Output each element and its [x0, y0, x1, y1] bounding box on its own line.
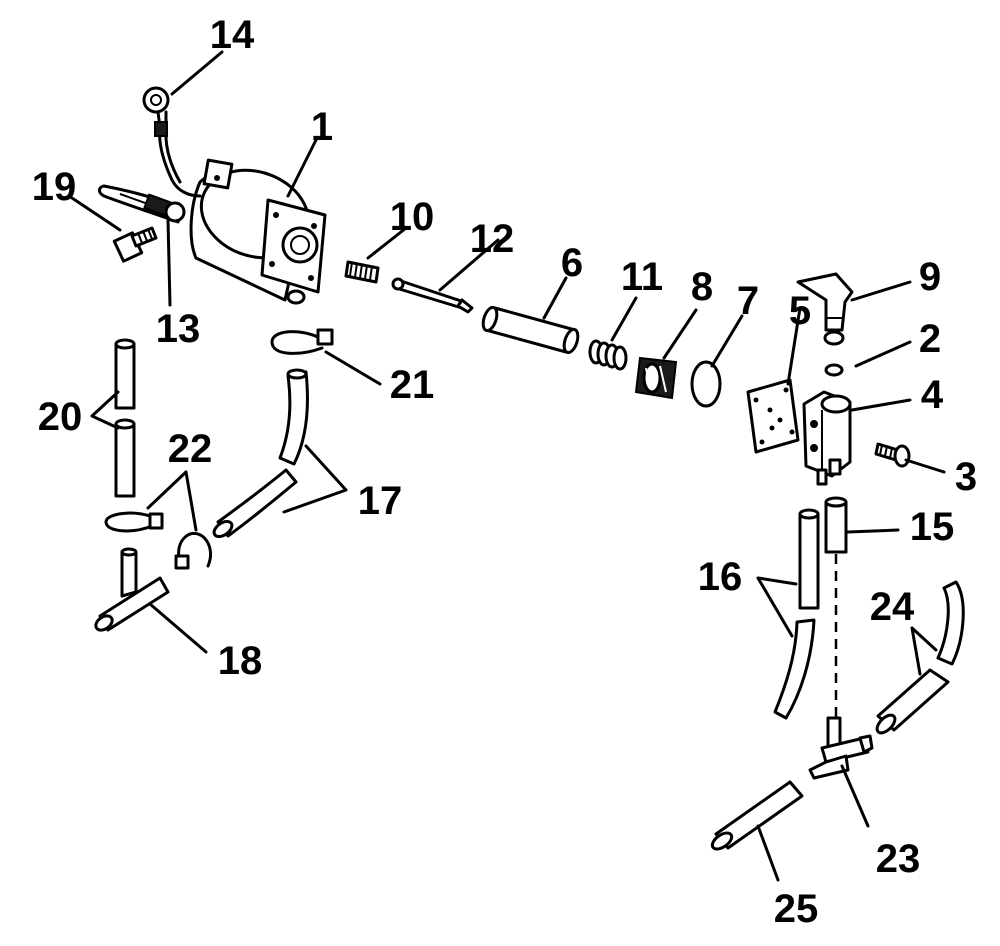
callout-23: 23 — [876, 837, 921, 881]
spring-11 — [588, 339, 628, 371]
valve-body-8 — [634, 356, 678, 400]
screw-3 — [874, 442, 911, 468]
callout-2: 2 — [919, 317, 941, 361]
callout-6: 6 — [561, 241, 583, 285]
callout-12: 12 — [470, 217, 515, 261]
clamp-21 — [270, 328, 334, 355]
callout-3: 3 — [955, 455, 977, 499]
callout-22: 22 — [168, 427, 213, 471]
hoses-20 — [114, 338, 136, 498]
callout-16: 16 — [698, 555, 743, 599]
hoses-17 — [212, 368, 309, 539]
o-ring-2 — [824, 363, 844, 377]
hoses-16 — [773, 508, 820, 720]
plunger-rod — [391, 277, 474, 314]
callout-14: 14 — [210, 13, 255, 57]
callout-20: 20 — [38, 395, 83, 439]
callout-24: 24 — [870, 585, 915, 629]
cap-9 — [796, 272, 854, 346]
ground-wire — [142, 86, 202, 198]
gasket-5 — [746, 378, 800, 454]
callout-labels: 1 2 3 4 5 6 7 8 9 10 11 12 13 14 15 16 1… — [32, 13, 977, 931]
callout-9: 9 — [919, 255, 941, 299]
disc-7 — [690, 360, 722, 408]
sleeve-6 — [481, 305, 580, 355]
callout-10: 10 — [390, 195, 435, 239]
callout-7: 7 — [737, 279, 759, 323]
callout-5: 5 — [789, 289, 811, 333]
pump-housing-4 — [802, 390, 852, 486]
tee-fitting-18 — [94, 547, 170, 632]
callout-18: 18 — [218, 639, 263, 683]
callout-17: 17 — [358, 479, 403, 523]
hose-15 — [824, 496, 848, 554]
callout-21: 21 — [390, 363, 435, 407]
clamps-22 — [104, 511, 213, 570]
hoses-24 — [875, 580, 965, 735]
callout-13: 13 — [156, 307, 201, 351]
tee-fitting-23 — [808, 716, 874, 780]
callout-25: 25 — [774, 887, 819, 931]
callout-4: 4 — [921, 373, 944, 417]
spring-10 — [344, 260, 380, 284]
callout-11: 11 — [621, 255, 663, 299]
mounting-bracket — [98, 184, 186, 224]
screw-19 — [112, 226, 158, 263]
solenoid-body — [189, 158, 327, 305]
hose-25 — [710, 780, 804, 851]
callout-19: 19 — [32, 165, 77, 209]
callout-15: 15 — [910, 505, 955, 549]
leader-lines — [70, 50, 946, 882]
callout-8: 8 — [691, 265, 713, 309]
callout-1: 1 — [311, 105, 333, 149]
